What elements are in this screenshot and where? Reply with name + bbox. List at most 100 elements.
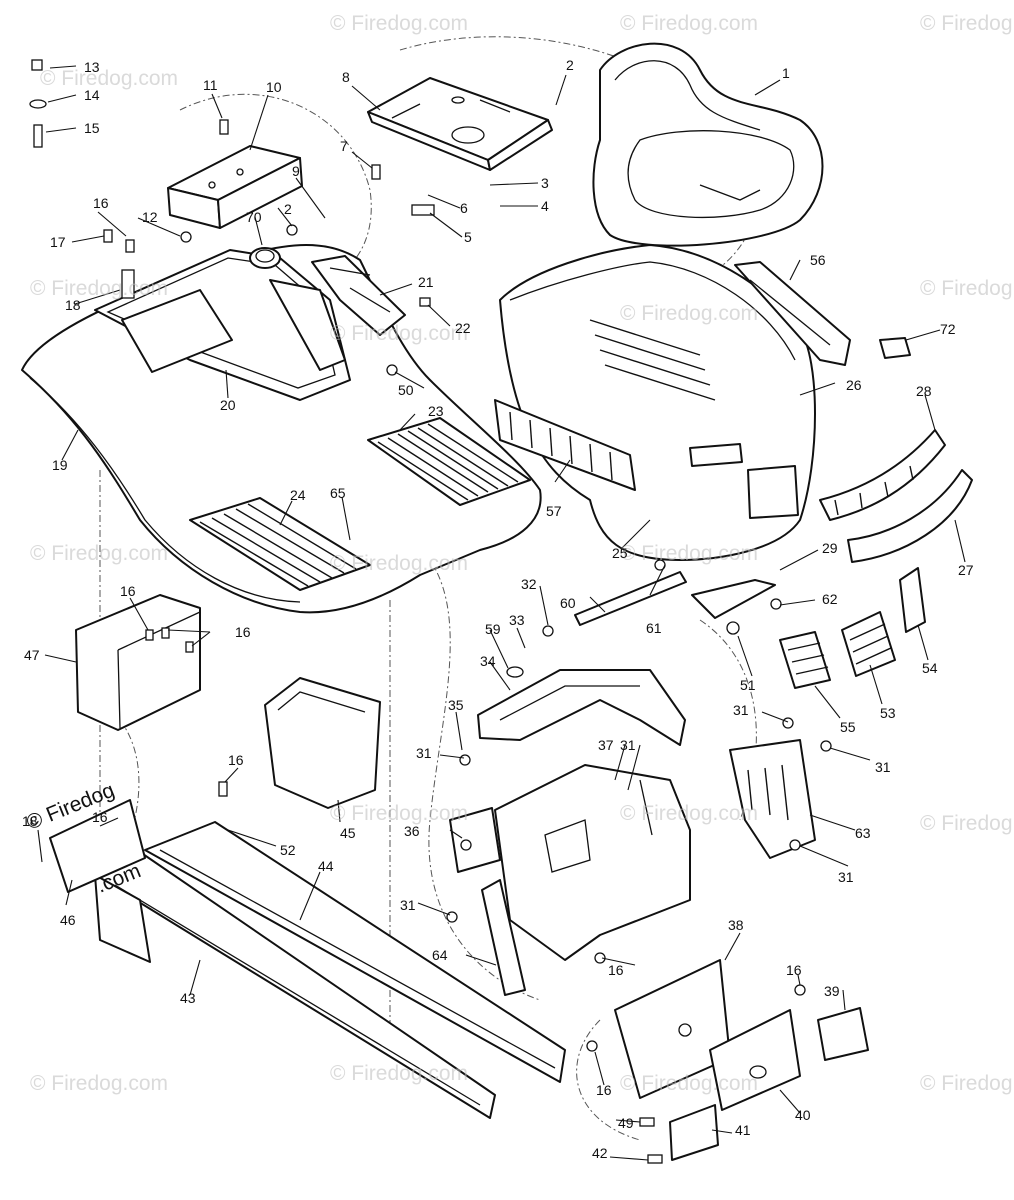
callout-label: 5 bbox=[464, 229, 472, 245]
callout-label: 70 bbox=[246, 209, 262, 225]
callout-label: 31 bbox=[620, 737, 636, 753]
callout-label: 16 bbox=[786, 962, 802, 978]
callout-label: 34 bbox=[480, 653, 496, 669]
callout-label: 47 bbox=[24, 647, 40, 663]
callout-label: 32 bbox=[521, 576, 537, 592]
callout-label: 16 bbox=[93, 195, 109, 211]
callout-label: 22 bbox=[455, 320, 471, 336]
callout-label: 12 bbox=[142, 209, 158, 225]
callout-label: 16 bbox=[608, 962, 624, 978]
watermark-text: © Firedog.com bbox=[620, 802, 758, 825]
callout-label: 29 bbox=[822, 540, 838, 556]
callout-label: 24 bbox=[290, 487, 306, 503]
callout-label: 40 bbox=[795, 1107, 811, 1123]
callout-label: 36 bbox=[404, 823, 420, 839]
watermark-text: © Firedog.com bbox=[30, 277, 168, 300]
callout-label: 18 bbox=[65, 297, 81, 313]
callout-label: 31 bbox=[416, 745, 432, 761]
callout-label: 2 bbox=[566, 57, 574, 73]
callout-label: 59 bbox=[485, 621, 501, 637]
watermark-text: © Firedog.com bbox=[330, 552, 468, 575]
part-23-footrest-right bbox=[367, 417, 531, 506]
callout-label: 18 bbox=[22, 813, 38, 829]
hardware-fasteners bbox=[29, 59, 832, 1164]
callout-label: 38 bbox=[728, 917, 744, 933]
callout-label: 35 bbox=[448, 697, 464, 713]
callout-label: 16 bbox=[228, 752, 244, 768]
callout-label: 7 bbox=[340, 138, 348, 154]
callout-label: 28 bbox=[916, 383, 932, 399]
watermark-text: © Firedog.com bbox=[620, 542, 758, 565]
part-45-battery-box bbox=[264, 677, 381, 809]
callout-label: 6 bbox=[460, 200, 468, 216]
callout-label: 3 bbox=[541, 175, 549, 191]
leader-lines bbox=[37, 65, 966, 1161]
callout-label: 27 bbox=[958, 562, 974, 578]
part-47-shield bbox=[75, 594, 201, 731]
part-26-hood bbox=[499, 244, 816, 561]
callout-label: 56 bbox=[810, 252, 826, 268]
part-63-side-shield bbox=[729, 739, 816, 859]
callout-label: 16 bbox=[92, 809, 108, 825]
callout-label: 61 bbox=[646, 620, 662, 636]
callout-label: 15 bbox=[84, 120, 100, 136]
part-27-bumper bbox=[847, 469, 973, 563]
callout-label: 37 bbox=[598, 737, 614, 753]
callout-label: 31 bbox=[875, 759, 891, 775]
part-56-headlight-bracket bbox=[734, 261, 851, 366]
callout-label: 46 bbox=[60, 912, 76, 928]
watermark-text: © Firedog.com bbox=[920, 1072, 1014, 1095]
callout-label: 19 bbox=[52, 457, 68, 473]
callout-label: 49 bbox=[618, 1115, 634, 1131]
callout-label: 13 bbox=[84, 59, 100, 75]
callout-label: 25 bbox=[612, 545, 628, 561]
part-64-panel bbox=[481, 879, 526, 996]
callout-label: 72 bbox=[940, 321, 956, 337]
watermark-text: © Firedog.com bbox=[330, 802, 468, 825]
callout-label: 39 bbox=[824, 983, 840, 999]
part-10-seat-bracket bbox=[167, 145, 303, 229]
callout-label: 20 bbox=[220, 397, 236, 413]
part-19-fender bbox=[21, 244, 542, 614]
callout-label: 23 bbox=[428, 403, 444, 419]
callout-label: 26 bbox=[846, 377, 862, 393]
callout-label: 53 bbox=[880, 705, 896, 721]
part-44-frame-rail bbox=[144, 821, 566, 1083]
callout-label: 16 bbox=[596, 1082, 612, 1098]
callout-label: 33 bbox=[509, 612, 525, 628]
callout-label: 62 bbox=[822, 591, 838, 607]
part-54-vent bbox=[899, 567, 926, 633]
callout-label: 65 bbox=[330, 485, 346, 501]
part-41-plate bbox=[669, 1104, 719, 1161]
part-55-vent bbox=[779, 631, 831, 689]
callout-label: 1 bbox=[782, 65, 790, 81]
part-28-bumper-trim bbox=[819, 429, 946, 521]
part-39-plate bbox=[817, 1007, 869, 1061]
callout-label: 16 bbox=[120, 583, 136, 599]
watermark-text: © Firedog.com bbox=[620, 12, 758, 35]
watermarks: © Firedog.com © Firedog.com © Firedog.co… bbox=[23, 12, 1014, 1095]
watermark-text: © Firedog.com bbox=[920, 12, 1014, 35]
watermark-text: © Firedog.com bbox=[920, 277, 1014, 300]
callout-label: 8 bbox=[342, 69, 350, 85]
callout-label: 41 bbox=[735, 1122, 751, 1138]
part-60-bar bbox=[574, 571, 687, 626]
callout-label: 52 bbox=[280, 842, 296, 858]
part-40-hitch-plate bbox=[709, 1009, 801, 1111]
watermark-text: © Firedog.com bbox=[330, 12, 468, 35]
callout-label: 63 bbox=[855, 825, 871, 841]
callout-label: 11 bbox=[203, 77, 218, 93]
callout-label: 31 bbox=[733, 702, 749, 718]
part-53-vent bbox=[841, 611, 896, 677]
callout-label: 42 bbox=[592, 1145, 608, 1161]
part-29-bracket bbox=[691, 579, 776, 619]
callout-label: 21 bbox=[418, 274, 434, 290]
callout-label: 9 bbox=[292, 163, 300, 179]
part-8-seat-pan bbox=[367, 77, 553, 171]
part-21-control-plate bbox=[311, 255, 406, 336]
part-24-footrest-left bbox=[189, 497, 371, 591]
callout-label: 45 bbox=[340, 825, 356, 841]
watermark-text: © Firedog.com bbox=[620, 302, 758, 325]
callout-label: 2 bbox=[284, 201, 292, 217]
